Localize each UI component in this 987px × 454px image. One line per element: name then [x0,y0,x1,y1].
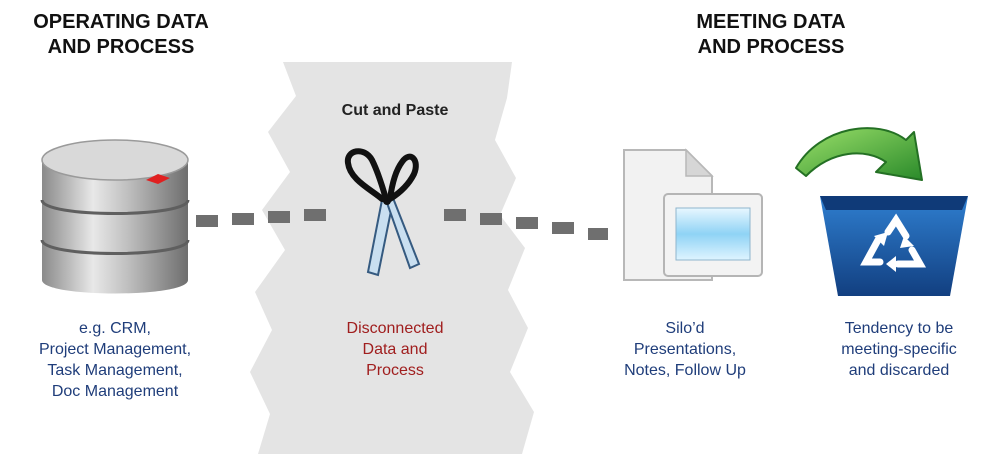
presentations-caption: Silo’d Presentations, Notes, Follow Up [590,318,780,381]
cut-and-paste-label: Cut and Paste [341,102,449,119]
disconnected-caption-line-3: Process [366,362,424,379]
disconnected-caption-line-2: Data and [362,341,428,358]
operating-heading: OPERATING DATA AND PROCESS [0,10,242,60]
operating-heading-line-1: OPERATING DATA [33,11,209,33]
dashed-connector-left [196,209,326,227]
presentations-caption-line-1: Silo’d [665,320,705,337]
database-caption: e.g. CRM, Project Management, Task Manag… [0,318,230,402]
torn-gap-shape [250,62,534,454]
disconnected-caption-line-1: Disconnected [346,320,444,337]
discard-caption-line-3: and discarded [848,362,950,379]
meeting-heading-line-2: AND PROCESS [697,36,845,58]
database-caption-line-3: Task Management, [47,362,183,379]
operating-heading-line-2: AND PROCESS [47,36,195,58]
presentations-caption-line-3: Notes, Follow Up [624,362,746,379]
meeting-heading-line-1: MEETING DATA [696,11,846,33]
database-caption-line-4: Doc Management [51,383,179,400]
discard-caption-line-2: meeting-specific [841,341,957,358]
discard-caption-line-1: Tendency to be [844,320,954,337]
database-icon [40,139,190,294]
presentations-caption-line-2: Presentations, [633,341,737,358]
scissors-icon [344,148,421,277]
recycle-bin-icon [820,196,968,296]
dashed-connector-right [444,209,608,240]
discard-caption: Tendency to be meeting-specific and disc… [812,318,986,381]
database-caption-line-1: e.g. CRM, [78,320,151,337]
meeting-heading: MEETING DATA AND PROCESS [660,10,882,60]
curved-arrow-icon [795,127,923,181]
disconnected-caption: Disconnected Data and Process [300,318,490,381]
documents-icon [623,148,763,281]
database-caption-line-2: Project Management, [38,341,192,358]
